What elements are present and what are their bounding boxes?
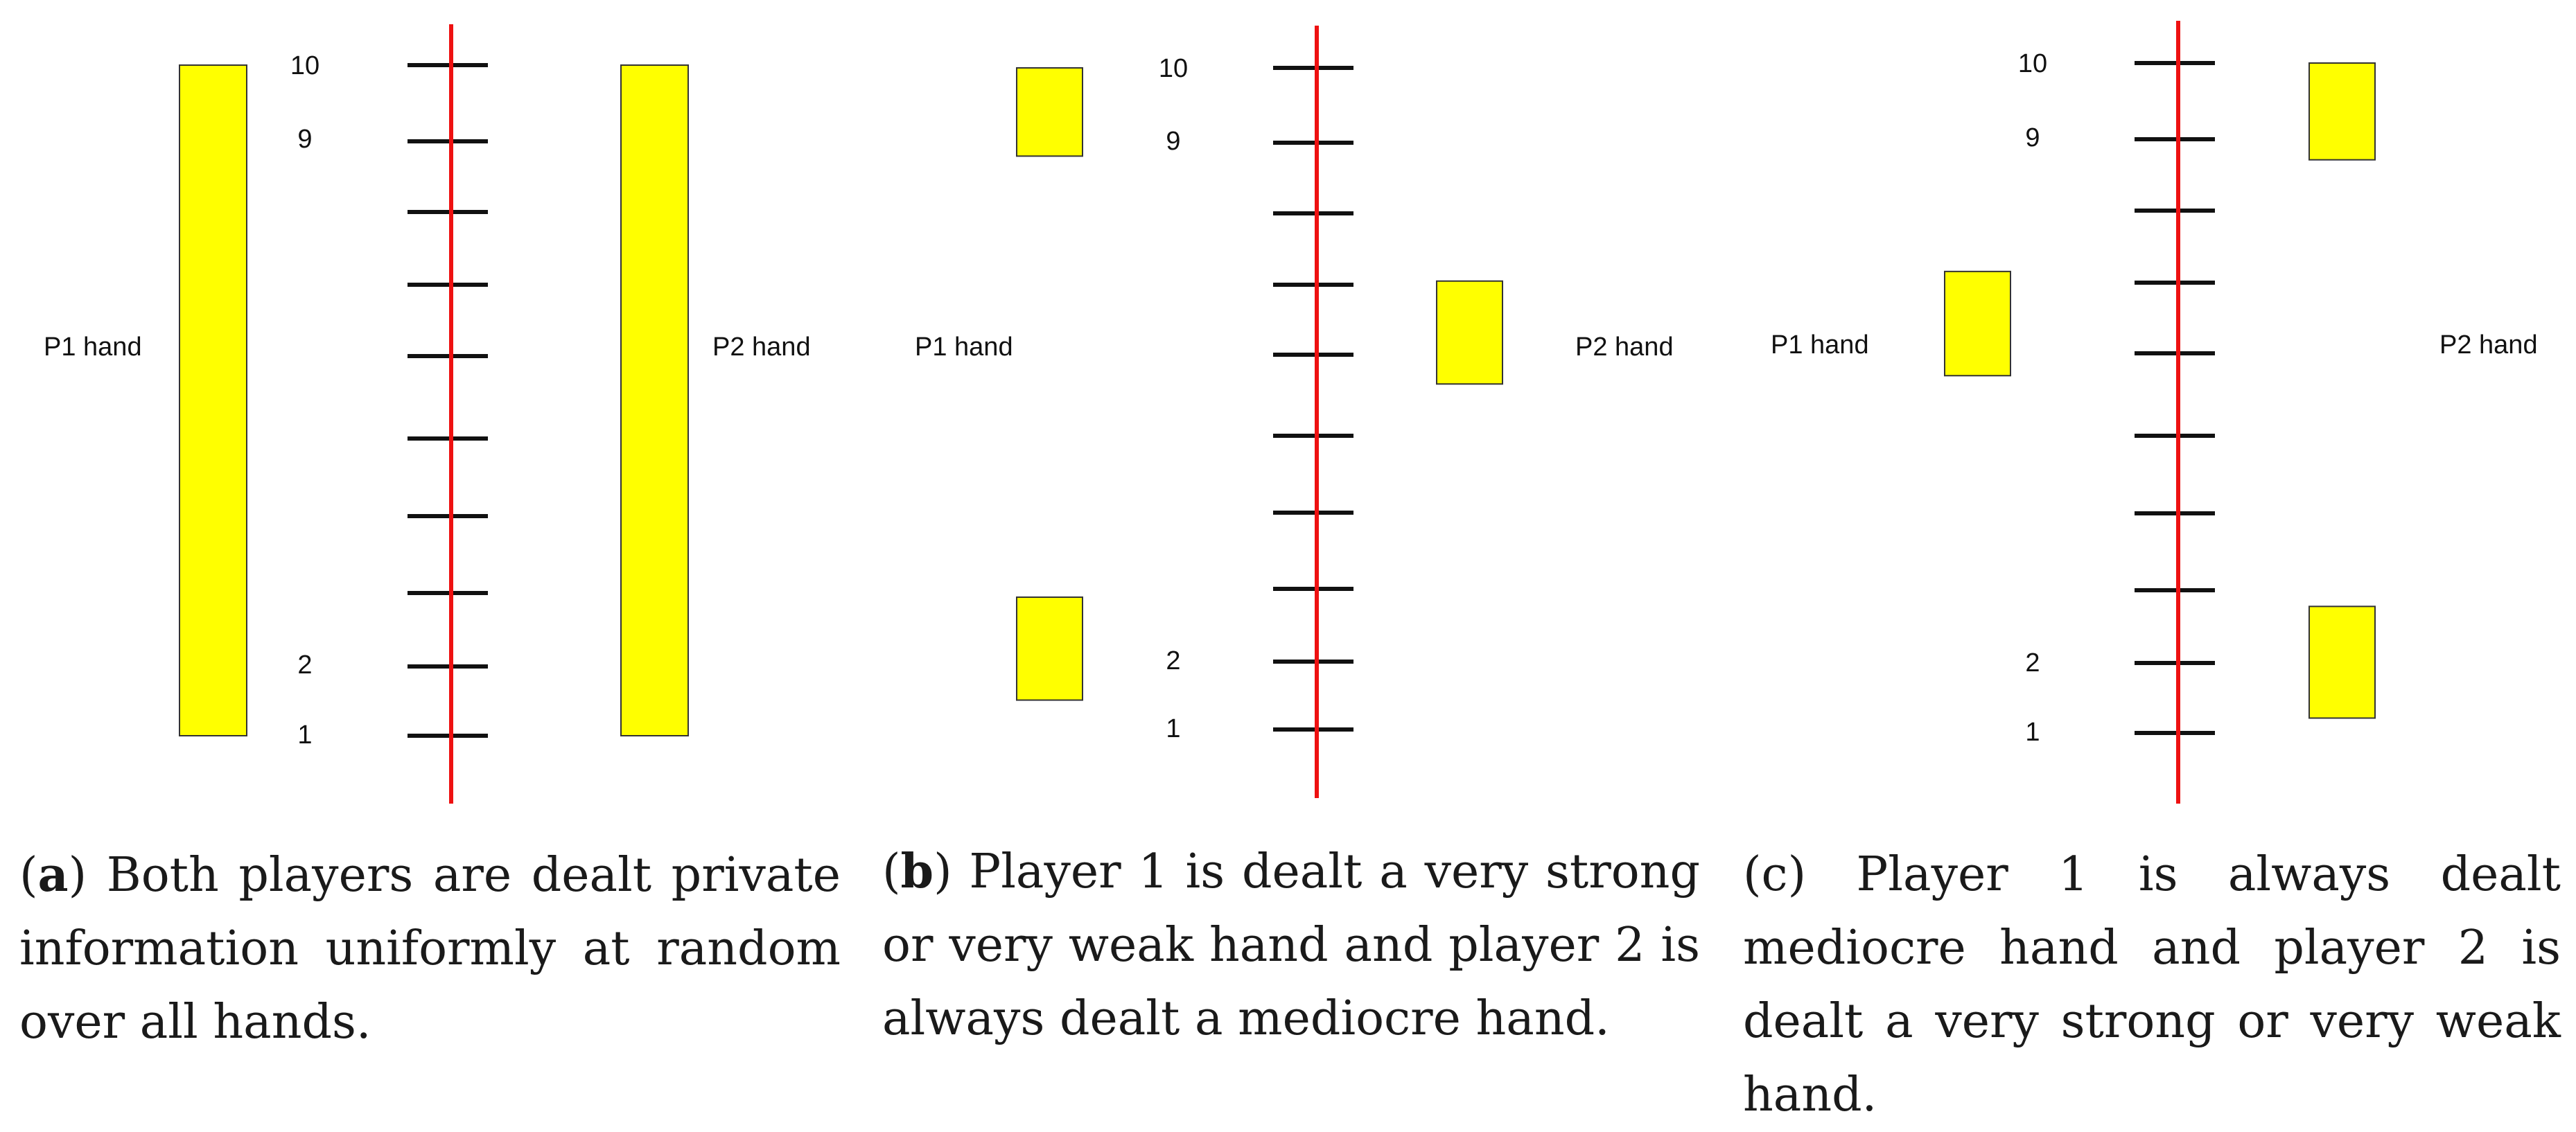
p1-hand-range-bar <box>1016 67 1083 157</box>
p2-hand-range-bar <box>620 64 689 736</box>
caption-c: (c) Player 1 is always dealt mediocre ha… <box>1743 847 2561 1122</box>
tick-label-10: 10 <box>1159 54 1188 83</box>
tick-label-1: 1 <box>2025 718 2040 747</box>
tick-label-1: 1 <box>297 720 312 750</box>
caption-tag: a <box>37 847 69 903</box>
panel-c: 10 9 2 1 P1 hand P2 hand <box>1771 21 2538 804</box>
p2-hand-range-bar <box>1436 280 1503 385</box>
p1-hand-label: P1 hand <box>44 333 142 362</box>
p2-hand-range-bar <box>2308 605 2376 719</box>
tick-label-9: 9 <box>297 125 312 154</box>
p1-bars-c <box>1944 270 2011 377</box>
p1-bars-a <box>179 64 247 736</box>
p2-bars-b <box>1436 280 1503 385</box>
tick-label-10: 10 <box>290 51 319 80</box>
p1-hand-label: P1 hand <box>915 333 1013 362</box>
tick-label-2: 2 <box>297 651 312 680</box>
p1-bars-b <box>1016 67 1083 701</box>
p2-bars-a <box>620 64 689 736</box>
ticks-c <box>2135 61 2215 735</box>
p1-hand-range-bar <box>1016 596 1083 701</box>
panel-a: 10 9 2 1 P1 hand P2 hand <box>44 24 811 804</box>
caption-text: Both players are dealt private informati… <box>19 848 841 1050</box>
tick-label-9: 9 <box>1166 127 1180 156</box>
caption-tag: b <box>900 844 934 899</box>
caption-tag: c <box>1761 847 1788 902</box>
hand-distribution-figure: 10 9 2 1 P1 hand P2 hand 10 9 2 1 P1 han… <box>44 21 2538 804</box>
caption-text: Player 1 is dealt a very strong or very … <box>882 844 1700 1046</box>
caption-a: (a) Both players are dealt private infor… <box>19 847 841 1050</box>
tick-label-10: 10 <box>2018 49 2047 78</box>
panel-b: 10 9 2 1 P1 hand P2 hand <box>915 26 1674 798</box>
p1-hand-range-bar <box>1944 270 2011 377</box>
tick-label-2: 2 <box>2025 648 2040 678</box>
p2-hand-label: P2 hand <box>2439 330 2538 360</box>
p2-hand-range-bar <box>2308 62 2376 161</box>
p1-hand-range-bar <box>179 64 247 736</box>
p2-hand-label: P2 hand <box>1575 333 1674 362</box>
p2-hand-label: P2 hand <box>712 333 811 362</box>
tick-label-2: 2 <box>1166 646 1180 675</box>
p2-bars-c <box>2308 62 2376 719</box>
p1-hand-label: P1 hand <box>1771 330 1869 360</box>
caption-b: (b) Player 1 is dealt a very strong or v… <box>882 844 1700 1046</box>
tick-label-1: 1 <box>1166 714 1180 743</box>
ticks-a <box>408 63 488 738</box>
ticks-b <box>1273 66 1353 732</box>
caption-text: Player 1 is always dealt mediocre hand a… <box>1743 847 2561 1122</box>
tick-label-9: 9 <box>2025 123 2040 152</box>
